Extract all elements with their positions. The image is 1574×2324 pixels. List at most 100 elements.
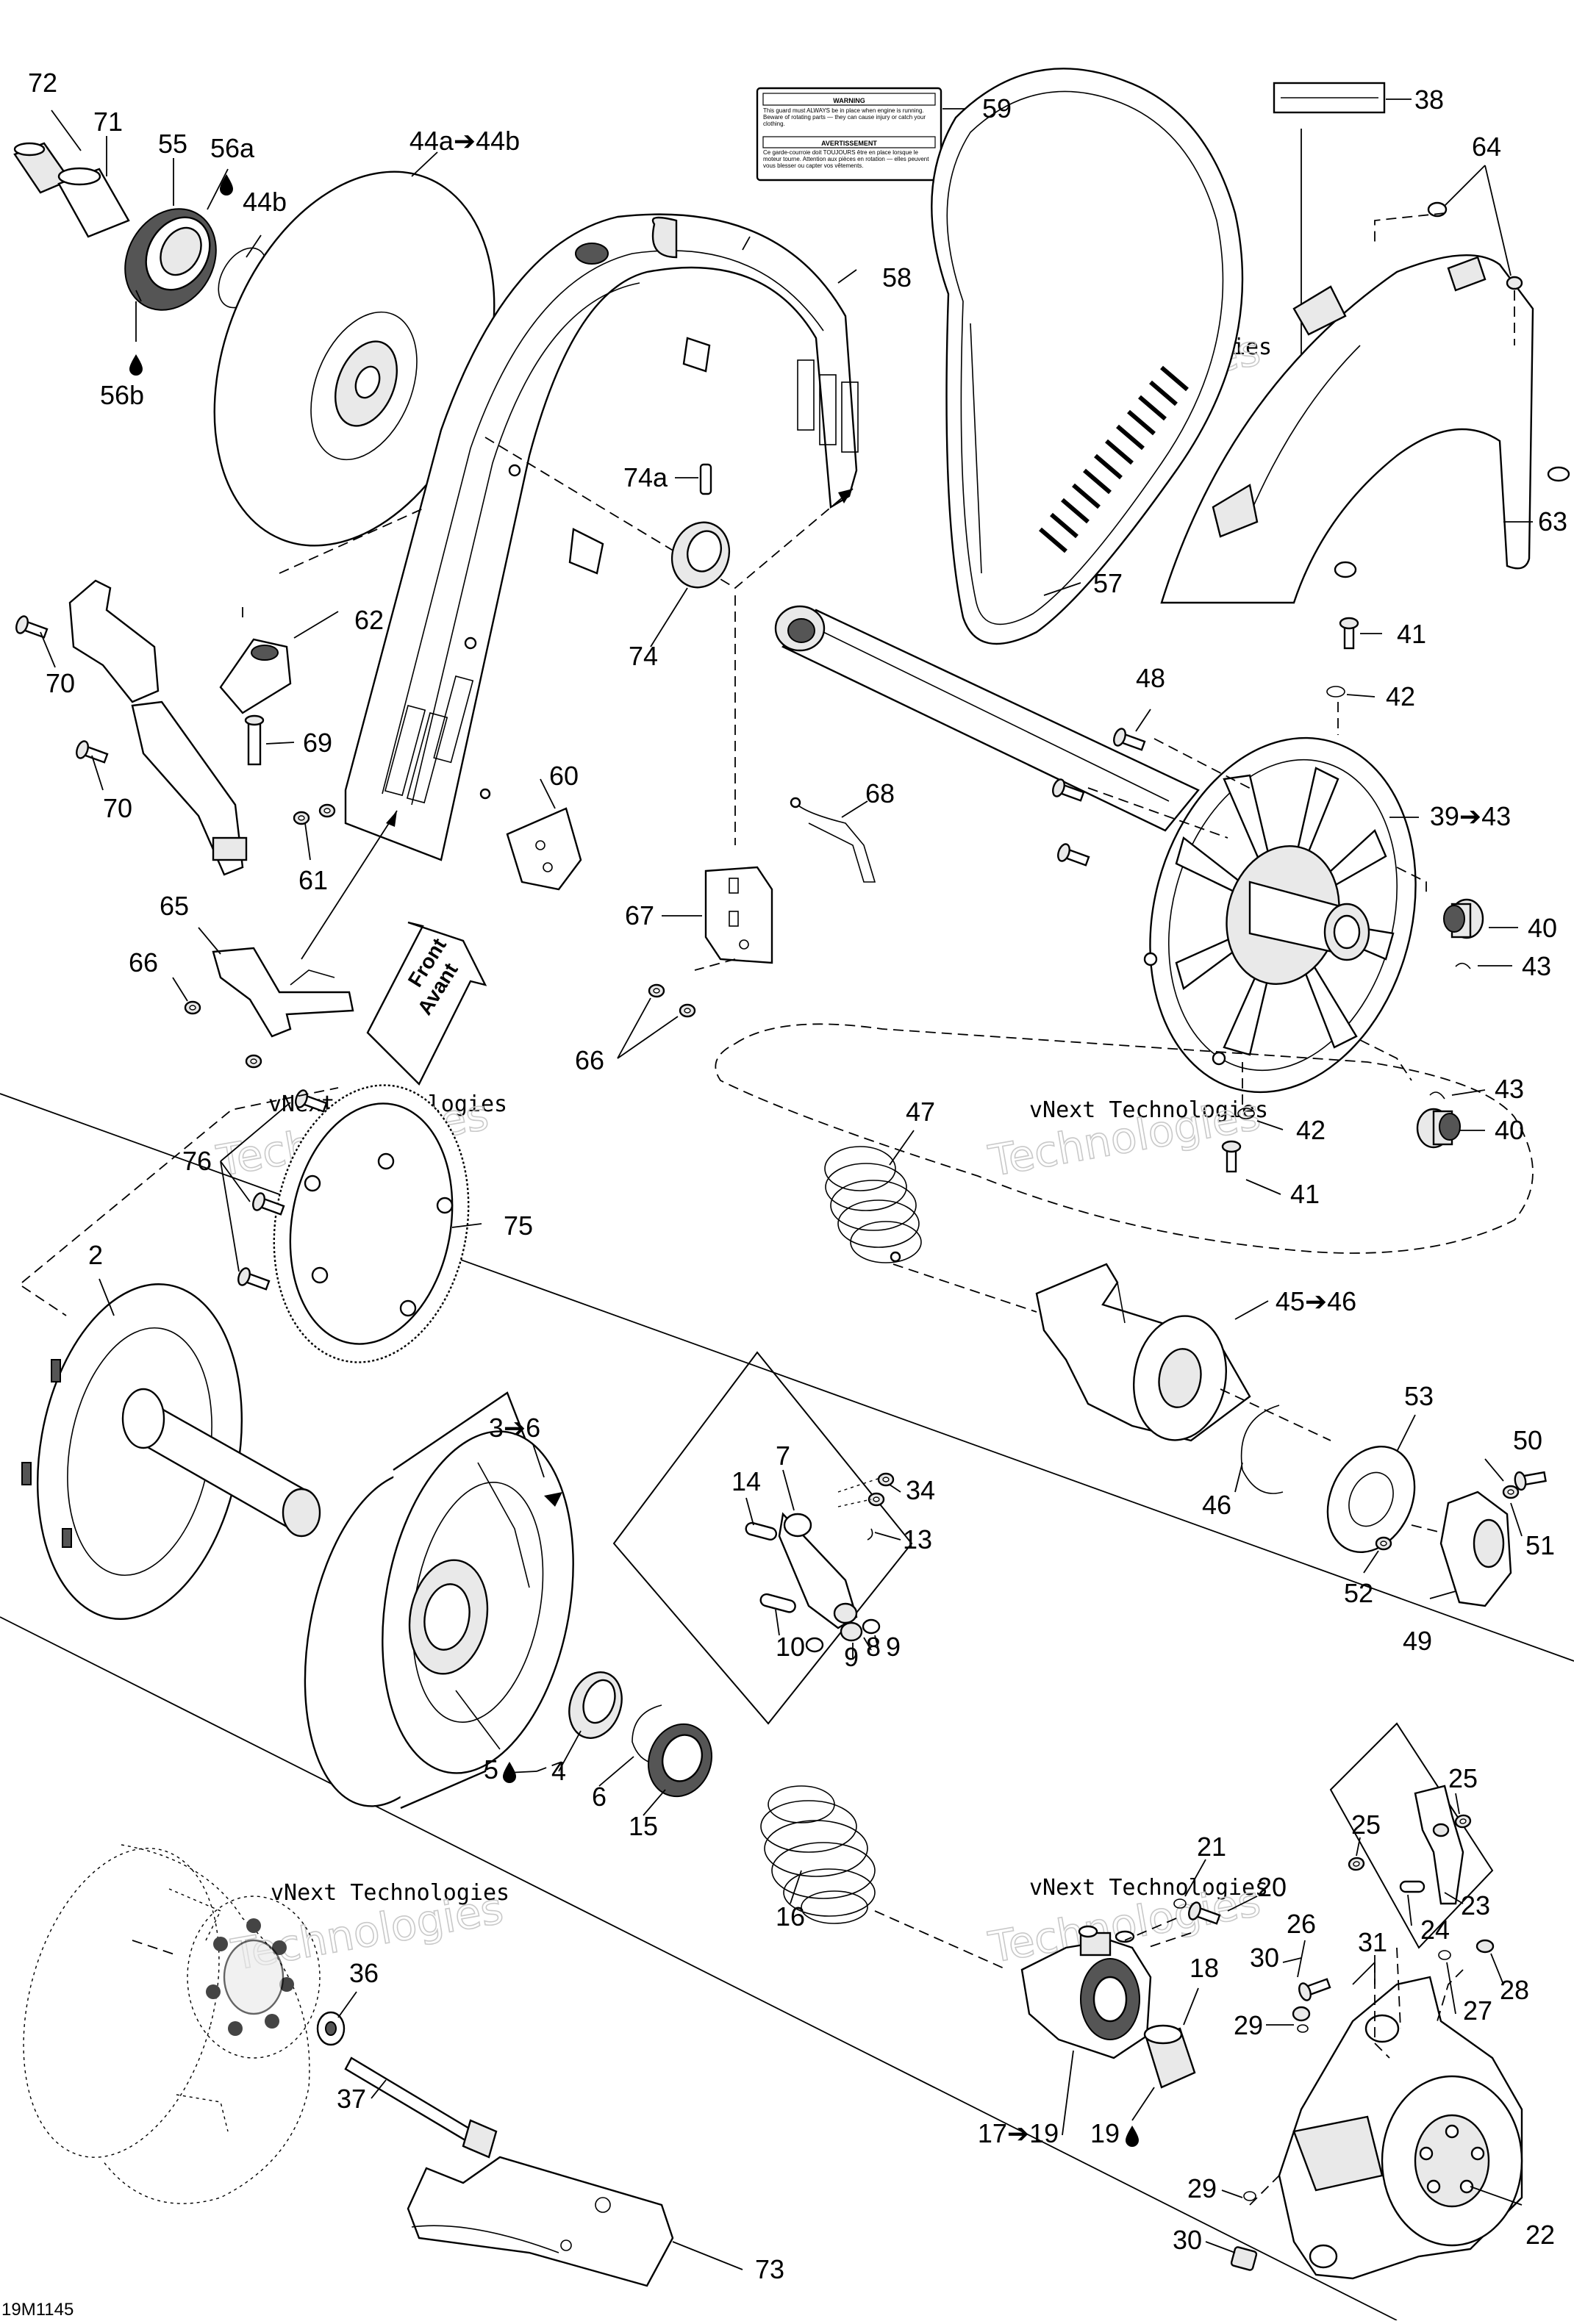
- callout-15: 15: [629, 1811, 658, 1841]
- callout-39-43: 39➔43: [1430, 801, 1511, 831]
- callout-27: 27: [1463, 1995, 1492, 2026]
- section-divider-upper: [0, 1093, 1574, 1662]
- part-70-lever-bracket: [68, 579, 248, 876]
- callout-76: 76: [182, 1146, 212, 1176]
- part-60-bracket: [506, 807, 582, 891]
- callout-19: 19: [1090, 2118, 1120, 2148]
- callout-24: 24: [1420, 1915, 1450, 1945]
- part-57-drive-belt: [931, 68, 1244, 645]
- part-2-fixed-sheave: [21, 1283, 321, 1620]
- callout-60: 60: [549, 761, 579, 791]
- callout-28: 28: [1500, 1975, 1529, 2005]
- oil-drop-icon-5: [503, 1762, 516, 1783]
- callout-45-46: 45➔46: [1276, 1286, 1356, 1316]
- callout-8: 8: [866, 1632, 881, 1662]
- callout-34: 34: [906, 1475, 935, 1505]
- callout-74a: 74a: [623, 462, 668, 492]
- callout-42-lower: 42: [1296, 1115, 1326, 1145]
- part-15-bearing: [647, 1723, 713, 1798]
- callout-65: 65: [160, 891, 189, 921]
- callout-57: 57: [1093, 568, 1123, 598]
- pivot-detail-frame: [1329, 1722, 1494, 1949]
- part-40-roller: [1443, 898, 1484, 939]
- callout-38: 38: [1414, 85, 1444, 115]
- callout-43-lower: 43: [1495, 1074, 1524, 1104]
- callout-29-upper: 29: [1234, 2010, 1263, 2040]
- callout-21: 21: [1197, 1832, 1226, 1862]
- part-49-slider-shoe: [1439, 1491, 1512, 1607]
- part-55-bearing: [124, 208, 217, 311]
- part-4-bushing: [568, 1671, 623, 1739]
- callout-40-lower: 40: [1495, 1115, 1524, 1145]
- part-47-spring: [824, 1146, 922, 1263]
- part-45-cam: [1035, 1263, 1251, 1442]
- part-36-washer: [316, 2011, 346, 2046]
- label-59-avertissement-title: AVERTISSEMENT: [821, 140, 877, 147]
- part-23-weight: [1414, 1785, 1464, 1905]
- part-74a-pin: [699, 463, 712, 495]
- callout-17-19: 17➔19: [978, 2118, 1059, 2148]
- oil-drop-icon-56b: [129, 354, 143, 376]
- callout-69: 69: [303, 728, 332, 758]
- callout-53: 53: [1404, 1381, 1434, 1411]
- callout-51: 51: [1525, 1530, 1555, 1560]
- callout-36: 36: [349, 1958, 379, 1988]
- part-44a-pulley-face: [213, 171, 496, 547]
- callout-18: 18: [1190, 1953, 1219, 1983]
- part-38-decal: [1273, 82, 1386, 114]
- callout-71: 71: [93, 107, 123, 137]
- callout-30-upper: 30: [1250, 1943, 1279, 1973]
- label-59-warning-text: This guard must ALWAYS be in place when …: [763, 107, 926, 127]
- callout-74: 74: [629, 641, 658, 671]
- callout-26: 26: [1287, 1909, 1316, 1939]
- callout-56b: 56b: [100, 380, 144, 410]
- diagram-id: 19M1145: [1, 2300, 74, 2320]
- part-37-bolt: [344, 2056, 498, 2159]
- callout-25-right: 25: [1448, 1763, 1478, 1793]
- part-7-lever-arm: [778, 1512, 858, 1629]
- callout-31: 31: [1358, 1927, 1387, 1957]
- watermark-text-4: vNext Technologies: [1029, 1097, 1268, 1123]
- label-59-warning-title: WARNING: [833, 97, 865, 104]
- callout-9-right: 9: [886, 1632, 901, 1662]
- callout-75: 75: [504, 1211, 533, 1241]
- callout-23: 23: [1461, 1890, 1490, 1920]
- watermark-text-5: vNext Technologies: [271, 1880, 509, 1906]
- callout-66-left: 66: [129, 947, 158, 978]
- callout-3-6: 3➔6: [489, 1413, 540, 1443]
- part-71-bushing: [57, 167, 130, 238]
- callout-50: 50: [1513, 1425, 1542, 1455]
- callout-29-lower: 29: [1187, 2173, 1217, 2203]
- callout-16: 16: [776, 1901, 805, 1932]
- part-53-washer: [1326, 1445, 1416, 1554]
- part-18-bushing: [1143, 2024, 1196, 2089]
- part-68-clip: [790, 797, 876, 883]
- callout-59: 59: [982, 93, 1012, 123]
- callout-44b: 44b: [243, 187, 287, 217]
- part-17-spider: [1020, 1925, 1152, 2059]
- part-58-guard-frame: [344, 213, 859, 861]
- part-40-roller-lower: [1416, 1108, 1461, 1149]
- callout-14: 14: [731, 1466, 761, 1496]
- callout-73: 73: [755, 2254, 784, 2284]
- callout-72: 72: [28, 68, 57, 98]
- callout-22: 22: [1525, 2220, 1555, 2250]
- part-39-driven-pulley-shaft: [774, 605, 1200, 832]
- callout-5: 5: [484, 1754, 498, 1785]
- callout-70-lower: 70: [103, 793, 132, 823]
- callout-63: 63: [1538, 506, 1567, 537]
- oil-drop-icon-19: [1126, 2126, 1139, 2147]
- part-65-bracket: [212, 947, 354, 1038]
- part-74-grommet: [670, 521, 731, 589]
- part-39-sheave: [1143, 736, 1417, 1094]
- callout-6: 6: [592, 1782, 607, 1812]
- callout-43-upper: 43: [1522, 951, 1551, 981]
- part-72-sleeve: [13, 142, 71, 194]
- callout-13: 13: [903, 1524, 932, 1554]
- part-24-pin: [1399, 1880, 1425, 1893]
- callout-41-upper: 41: [1397, 619, 1426, 649]
- callout-55: 55: [158, 129, 187, 159]
- callout-61: 61: [298, 865, 328, 895]
